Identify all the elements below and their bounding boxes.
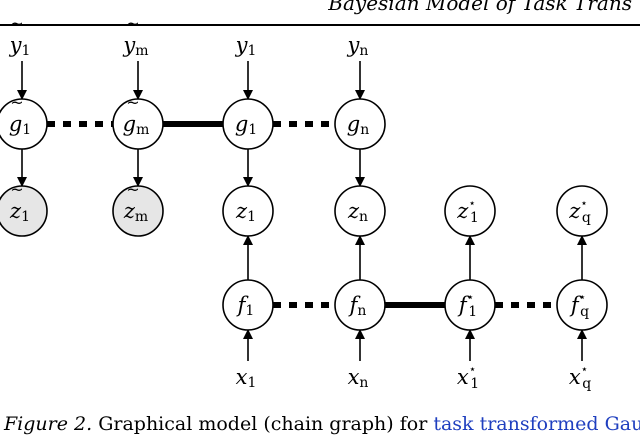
node-g1: g1 (222, 98, 274, 150)
node-circle-ztm (112, 185, 164, 237)
node-gn: gn (334, 98, 386, 150)
node-zn: zn (334, 185, 386, 237)
input-label-ytm: ym (122, 33, 148, 59)
node-circle-f1 (222, 279, 274, 331)
figure-label: Figure 2. (4, 413, 93, 435)
node-gt1: g1~ (0, 93, 48, 150)
node-fs1: f⋆1 (444, 279, 496, 331)
header-rule: Bayesian Model of Task Trans (0, 0, 640, 26)
node-circle-gt1 (0, 98, 48, 150)
node-zs1: z⋆1 (444, 185, 496, 237)
node-circle-fs1 (444, 279, 496, 331)
node-zt1: z1~ (0, 180, 48, 237)
node-circle-fsq (556, 279, 608, 331)
node-z1: z1 (222, 185, 274, 237)
input-label-x1: x1 (236, 365, 257, 391)
node-label-gt1-tilde: ~ (10, 93, 23, 112)
input-label-y1: y1 (235, 33, 257, 59)
running-head: Bayesian Model of Task Trans (328, 0, 632, 15)
graph-nodes: g1~ gm~ g1 gn z1~ zm~ z1 zn z⋆1 z⋆q f1 fn f⋆1 f⋆q (0, 93, 608, 331)
input-yn: yn (347, 33, 369, 59)
input-label-xn: xn (348, 365, 369, 391)
input-label-yt1-tilde: ~ (10, 14, 23, 33)
node-circle-zsq (556, 185, 608, 237)
node-label-zs1: z⋆1 (456, 196, 479, 226)
input-xn: xn (348, 365, 369, 391)
chain-edges (47, 121, 557, 308)
node-gtm: gm~ (112, 93, 164, 150)
node-f1: f1 (222, 279, 274, 331)
figure-caption: Figure 2. Graphical model (chain graph) … (4, 410, 640, 438)
node-circle-zt1 (0, 185, 48, 237)
caption-link[interactable]: task transformed Gaus (433, 413, 640, 435)
node-circle-zn (334, 185, 386, 237)
input-xsq: x⋆q (569, 362, 591, 392)
node-circle-gn (334, 98, 386, 150)
input-label-yn: yn (347, 33, 369, 59)
node-label-zt1-tilde: ~ (10, 180, 23, 199)
node-fsq: f⋆q (556, 279, 608, 331)
node-fn: fn (334, 279, 386, 331)
node-label-ztm-tilde: ~ (126, 180, 139, 199)
input-y1: y1 (235, 33, 257, 59)
directed-edges (17, 61, 587, 361)
node-circle-z1 (222, 185, 274, 237)
caption-text: Graphical model (chain graph) for (92, 413, 434, 435)
node-circle-gtm (112, 98, 164, 150)
input-ytm: ym~ (122, 14, 148, 59)
input-label-xsq: x⋆q (569, 362, 591, 392)
node-circle-g1 (222, 98, 274, 150)
input-xs1: x⋆1 (457, 362, 479, 392)
node-zsq: z⋆q (556, 185, 608, 237)
input-yt1: y1~ (9, 14, 31, 59)
input-label-ytm-tilde: ~ (126, 14, 139, 33)
node-circle-fn (334, 279, 386, 331)
node-circle-zs1 (444, 185, 496, 237)
input-x1: x1 (236, 365, 257, 391)
node-label-zsq: z⋆q (568, 196, 591, 226)
input-label-xs1: x⋆1 (457, 362, 479, 392)
node-ztm: zm~ (112, 180, 164, 237)
node-label-gtm-tilde: ~ (126, 93, 139, 112)
input-label-yt1: y1 (9, 33, 31, 59)
